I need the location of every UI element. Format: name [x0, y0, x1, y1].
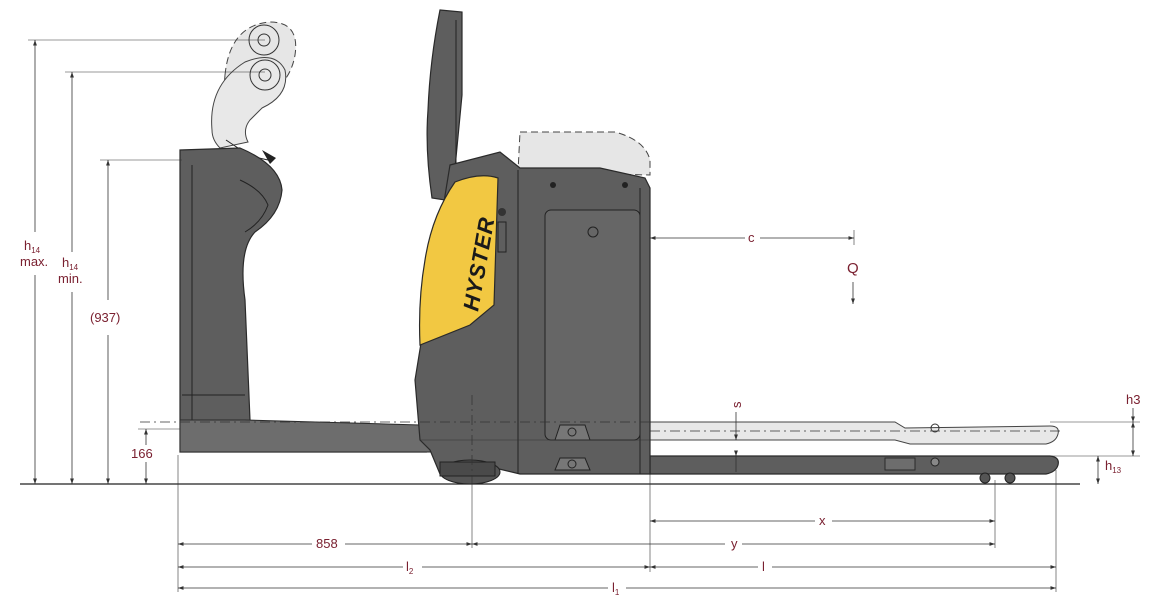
load-q-label: Q: [847, 260, 859, 277]
dim-x: x: [650, 513, 995, 528]
dim-858: 858: [178, 536, 472, 551]
dim-fork-height-166: 166: [131, 428, 180, 484]
svg-text:l: l: [762, 559, 765, 574]
lowered-fork: [649, 455, 1059, 484]
dim-h14-max: h14 max.: [20, 39, 265, 484]
svg-text:h14: h14: [24, 238, 41, 255]
dim-l2: l2: [178, 559, 650, 576]
yellow-side-panel: HYSTER: [418, 175, 499, 346]
svg-text:166: 166: [131, 446, 153, 461]
svg-text:h13: h13: [1105, 458, 1122, 475]
tiller-handle: [211, 21, 297, 164]
battery-cover-ghost: [517, 131, 651, 176]
drive-wheel: [439, 459, 501, 485]
svg-text:min.: min.: [58, 271, 83, 286]
operator-console: [179, 147, 427, 453]
svg-text:858: 858: [316, 536, 338, 551]
platform-floor: [179, 419, 442, 453]
dim-y: y: [472, 536, 995, 551]
overhead-guard: [426, 9, 463, 201]
svg-text:h3: h3: [1126, 392, 1140, 407]
svg-text:l2: l2: [406, 559, 414, 576]
raised-fork-ghost: [649, 421, 1060, 445]
svg-text:l1: l1: [612, 580, 620, 596]
svg-text:c: c: [748, 230, 755, 245]
svg-text:x: x: [819, 513, 826, 528]
svg-text:max.: max.: [20, 254, 48, 269]
svg-text:s: s: [729, 401, 744, 408]
dim-load-centre-c: c Q: [650, 230, 859, 304]
svg-text:y: y: [731, 536, 738, 551]
dim-lift-height-h3: h3: [1050, 392, 1140, 457]
dim-platform-height: (937): [90, 159, 182, 484]
dim-h14-min: h14 min.: [58, 71, 265, 484]
dim-l: l: [650, 559, 1056, 574]
svg-text:h14: h14: [62, 255, 79, 272]
dim-fork-thickness-s: s: [729, 401, 744, 472]
svg-text:(937): (937): [90, 310, 120, 325]
dim-lowered-height-h13: h13: [1096, 456, 1122, 484]
dim-l1: l1: [178, 580, 1056, 596]
